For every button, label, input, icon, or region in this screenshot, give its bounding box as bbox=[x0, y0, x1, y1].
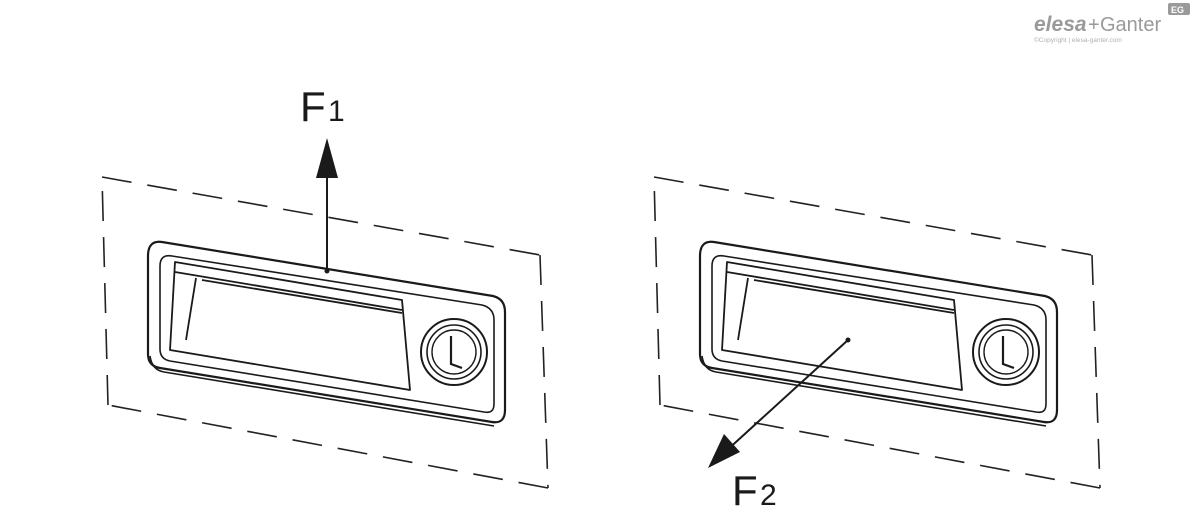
force-label-f2-sub: 2 bbox=[760, 479, 777, 512]
logo-brand-plus: + bbox=[1088, 14, 1100, 36]
force-label-f2-letter: F bbox=[732, 467, 758, 513]
panel-outline-2 bbox=[653, 176, 1101, 489]
arrowhead-f2 bbox=[708, 434, 740, 468]
handle-housing-1 bbox=[146, 240, 507, 427]
handle-housing-2 bbox=[698, 240, 1059, 427]
force-label-f1-sub: 1 bbox=[328, 95, 345, 128]
logo-badge-box bbox=[1168, 3, 1190, 15]
logo-brand-right: Ganter bbox=[1100, 14, 1161, 36]
force-label-f1-letter: F bbox=[300, 83, 326, 130]
lock-cylinder-1 bbox=[420, 318, 488, 386]
figure-1: F 1 bbox=[101, 83, 549, 489]
figure-2: F 2 bbox=[653, 176, 1101, 513]
force-arrow-f1 bbox=[316, 138, 338, 274]
logo-copyright: ©Copyright | elesa-ganter.com bbox=[1034, 36, 1122, 44]
panel-outline-1 bbox=[101, 176, 549, 489]
arrowhead-f1 bbox=[316, 138, 338, 178]
grip-recess-2 bbox=[721, 261, 963, 391]
logo-badge: EG bbox=[1171, 5, 1184, 15]
force-arrow-f2 bbox=[708, 337, 851, 468]
grip-recess-1 bbox=[169, 261, 411, 391]
elesa-ganter-logo: elesa + Ganter EG ©Copyright | elesa-gan… bbox=[1034, 3, 1190, 44]
logo-brand-left: elesa bbox=[1034, 13, 1087, 36]
lock-cylinder-2 bbox=[972, 318, 1040, 386]
